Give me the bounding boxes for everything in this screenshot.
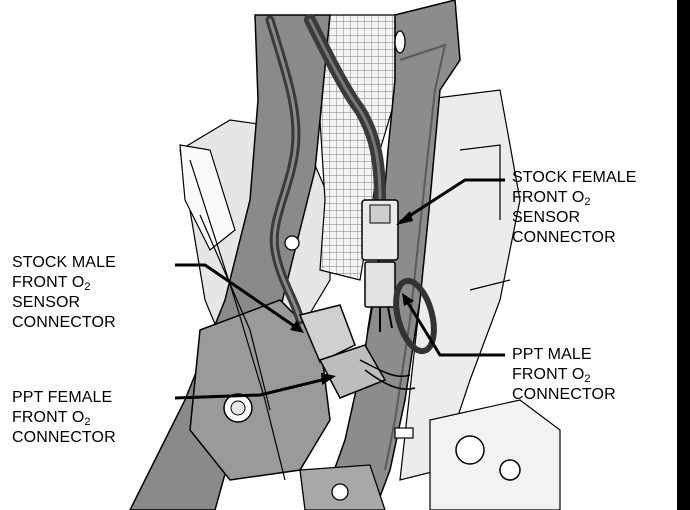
small-tab (395, 428, 413, 438)
callout-line: FRONT O (12, 274, 84, 291)
lower-right-bracket (430, 400, 560, 510)
callout-line: CONNECTOR (12, 313, 116, 333)
callout-stock-male-connector: STOCK MALE FRONT O2 SENSOR CONNECTOR (12, 253, 116, 333)
callout-ppt-male-connector: PPT MALE FRONT O2 CONNECTOR (512, 345, 616, 405)
callout-line: FRONT O (512, 189, 584, 206)
callout-line: CONNECTOR (12, 428, 116, 448)
frame-bolt-hole-inner (231, 401, 245, 415)
callout-line: FRONT O (12, 409, 84, 426)
lower-right-hole (456, 436, 484, 464)
callout-ppt-female-connector: PPT FEMALE FRONT O2 CONNECTOR (12, 388, 116, 448)
subscript: 2 (584, 196, 590, 208)
callout-line: CONNECTOR (512, 228, 637, 248)
upper-bolt (395, 31, 405, 53)
callout-line: STOCK FEMALE (512, 168, 637, 188)
small-bolt (285, 236, 299, 250)
ppt-male-connector (365, 262, 395, 307)
callout-line: CONNECTOR (512, 385, 616, 405)
subscript: 2 (84, 281, 90, 293)
callout-line: SENSOR (512, 208, 637, 228)
lower-right-hole-2 (500, 460, 520, 480)
callout-line: FRONT O (512, 366, 584, 383)
subscript: 2 (584, 373, 590, 385)
lower-bracket-hole (332, 484, 348, 500)
callout-line: STOCK MALE (12, 253, 116, 273)
stock-female-connector-lock (370, 205, 390, 223)
callout-line: SENSOR (12, 293, 116, 313)
callout-stock-female-connector: STOCK FEMALE FRONT O2 SENSOR CONNECTOR (512, 168, 637, 248)
subscript: 2 (84, 416, 90, 428)
callout-line: PPT FEMALE (12, 388, 116, 408)
callout-line: PPT MALE (512, 345, 616, 365)
right-edge-bar (677, 0, 690, 510)
